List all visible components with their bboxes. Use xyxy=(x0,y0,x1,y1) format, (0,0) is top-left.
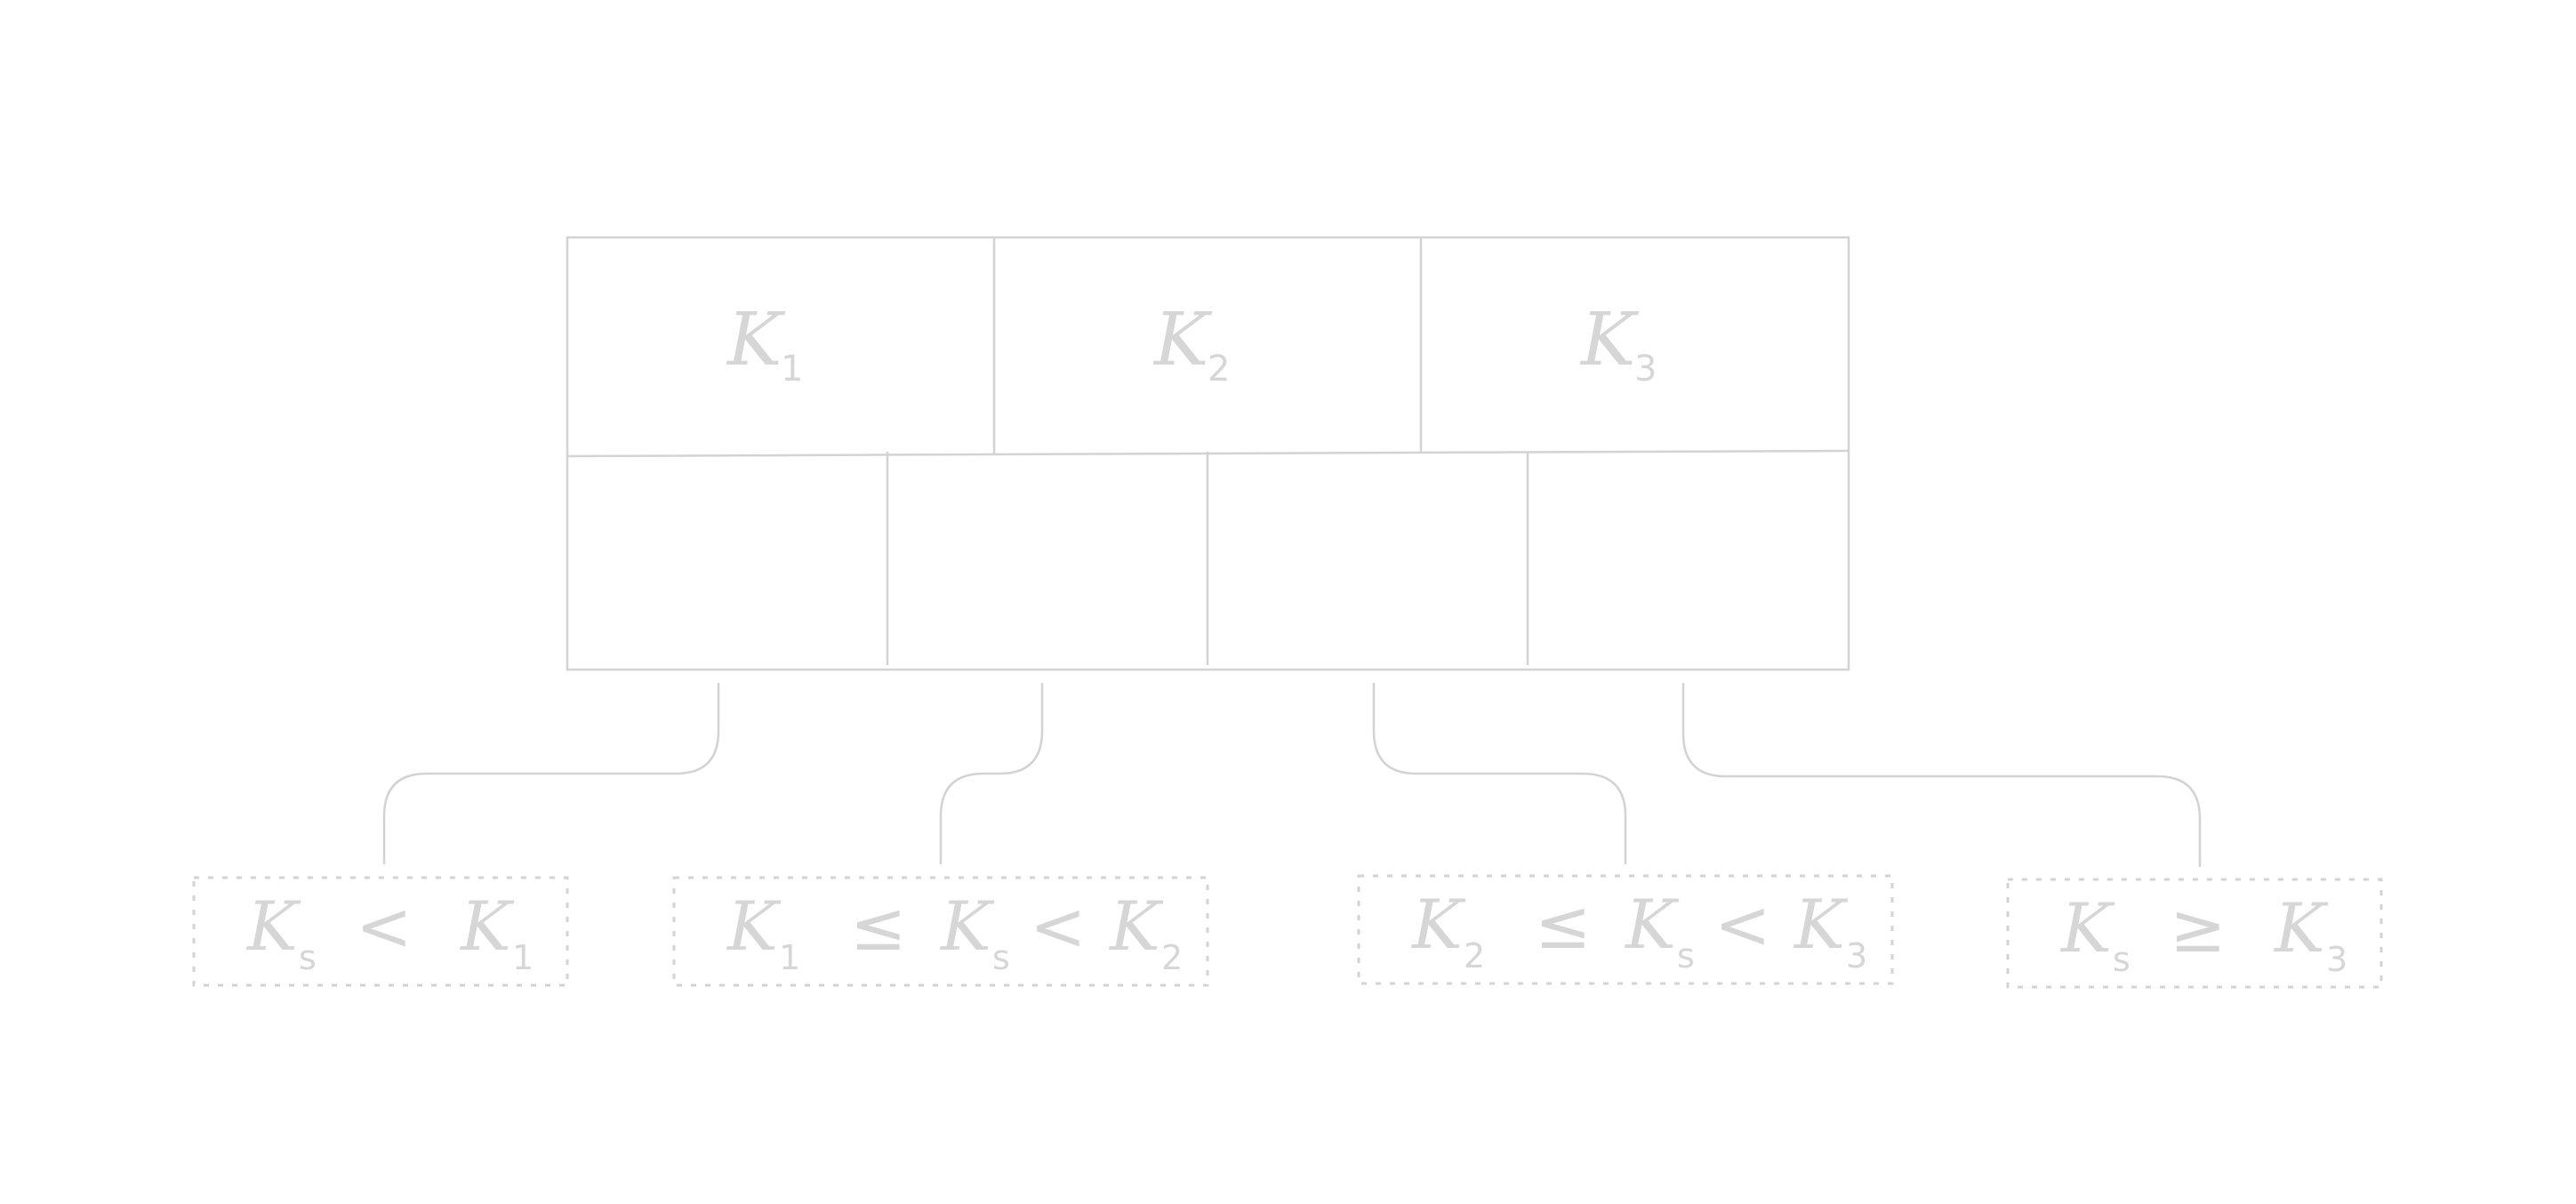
node-key-1: K 1 xyxy=(726,298,803,389)
child-range-box-2 xyxy=(672,876,1209,987)
child-range-4: K s ≥ K 3 xyxy=(2059,888,2347,979)
range-key: K xyxy=(2059,888,2115,967)
range-key: K xyxy=(2273,888,2329,967)
child-range-2: K 1 ≤ K s < K 2 xyxy=(726,887,1183,977)
range-operator: ≥ xyxy=(2170,888,2227,967)
range-key: K xyxy=(459,887,515,966)
child-range-3: K 2 ≤ K s < K 3 xyxy=(1410,885,1867,975)
child-range-1: K s < K 1 xyxy=(245,887,534,977)
range-subscript: s xyxy=(2113,940,2131,979)
range-key: K xyxy=(1410,885,1466,964)
range-key: K xyxy=(1793,885,1849,964)
range-subscript: 1 xyxy=(512,938,534,977)
key-base: K xyxy=(1152,298,1213,382)
range-key: K xyxy=(245,887,301,966)
pointer-connector-3 xyxy=(1372,683,1627,864)
node-key-2: K 2 xyxy=(1152,298,1230,389)
range-subscript: 3 xyxy=(1846,936,1867,975)
range-operator: ≤ xyxy=(850,887,907,966)
range-subscript: s xyxy=(299,938,317,977)
pointer-connector-1 xyxy=(382,683,720,864)
range-key: K xyxy=(1624,885,1680,964)
range-key: K xyxy=(1108,887,1164,966)
range-subscript: s xyxy=(992,938,1010,977)
range-key: K xyxy=(726,887,782,966)
key-subscript: 2 xyxy=(1208,349,1230,389)
range-operator: < xyxy=(356,887,413,966)
range-operator: < xyxy=(1714,885,1771,964)
range-subscript: 2 xyxy=(1464,936,1485,975)
child-range-box-4 xyxy=(2006,878,2383,989)
node-key-3: K 3 xyxy=(1579,298,1657,389)
pointer-connector-4 xyxy=(1681,683,2202,867)
range-key: K xyxy=(939,887,995,966)
key-base: K xyxy=(1579,298,1640,382)
node-frame xyxy=(566,236,1850,671)
range-operator: ≤ xyxy=(1535,885,1592,964)
key-base: K xyxy=(726,298,786,382)
range-subscript: 3 xyxy=(2326,940,2347,979)
child-range-box-3 xyxy=(1357,874,1894,985)
child-range-box-1 xyxy=(192,876,569,987)
key-subscript: 3 xyxy=(1634,349,1657,389)
range-subscript: 1 xyxy=(779,938,800,977)
range-operator: < xyxy=(1030,887,1087,966)
key-subscript: 1 xyxy=(781,349,803,389)
range-subscript: 2 xyxy=(1161,938,1183,977)
pointer-connector-2 xyxy=(939,683,1044,864)
range-subscript: s xyxy=(1677,936,1695,975)
